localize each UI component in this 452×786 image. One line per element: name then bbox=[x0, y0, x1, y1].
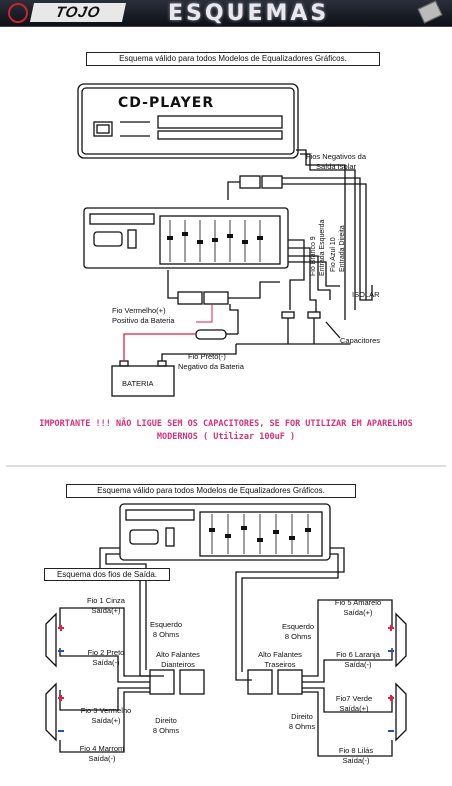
black-wire-label-2: Negativo da Bateria bbox=[178, 362, 244, 371]
wire-8-role: Saída(-) bbox=[342, 756, 370, 765]
neg-wires-label-1: Fios Negativos da bbox=[306, 152, 367, 161]
wire-5-name: Fio 5 Amarelo bbox=[334, 598, 382, 607]
rear-right-ohms: 8 Ohms bbox=[288, 722, 316, 731]
wire-6-name: Fio 6 Laranja bbox=[336, 650, 380, 659]
capacitor-left bbox=[281, 311, 295, 319]
capacitors-label: Capacitores bbox=[340, 336, 381, 345]
rear-left-label: Esquerdo bbox=[281, 622, 315, 631]
front-speakers-label-1: Alto Falantes bbox=[156, 650, 200, 659]
caption-bottom: Esquema válido para todos Modelos de Equ… bbox=[66, 484, 356, 498]
power-connector-1 bbox=[177, 291, 203, 305]
wire-8-name: Fio 8 Lilás bbox=[338, 746, 374, 755]
equalizer-bottom bbox=[119, 503, 331, 561]
rear-speakers-label-2: Traseiros bbox=[264, 660, 296, 669]
front-connector-1 bbox=[149, 669, 175, 695]
connector-2 bbox=[261, 175, 283, 189]
front-left-label: Esquerdo bbox=[149, 620, 183, 629]
rear-connector-2 bbox=[277, 669, 303, 695]
red-wire-label-1: Fio Vermelho(+) bbox=[112, 306, 166, 315]
caption-top: Esquema válido para todos Modelos de Equ… bbox=[86, 52, 380, 66]
wire-1-role: Saída(+) bbox=[91, 606, 121, 615]
cd-player-frame bbox=[77, 83, 299, 159]
black-wire-label-1: Fio Preto(-) bbox=[188, 352, 226, 361]
capacitor-right bbox=[307, 311, 321, 319]
wire-4-name: Fio 4 Marrom bbox=[79, 744, 125, 753]
wire-7-name: Fio7 Verde bbox=[335, 694, 373, 703]
front-right-ohms: 8 Ohms bbox=[152, 726, 180, 735]
front-connector-2 bbox=[179, 669, 205, 695]
wire-1-name: Fio 1 Cinza bbox=[87, 596, 125, 605]
blue-wire-label: Fio Azul 10 bbox=[330, 237, 337, 272]
cd-player-label: CD-PLAYER bbox=[118, 95, 215, 111]
right-input-label: Entrada Direita bbox=[339, 225, 346, 272]
wire-2-role: Saída(-) bbox=[92, 658, 120, 667]
wire-4-role: Saída(-) bbox=[88, 754, 116, 763]
red-wire bbox=[123, 333, 196, 361]
page-title: ESQUEMAS bbox=[168, 1, 330, 26]
rear-right-label: Direito bbox=[291, 712, 313, 721]
wire-3-role: Saída(+) bbox=[91, 716, 121, 725]
output-caption: Esquema dos fios de Saída. bbox=[44, 568, 170, 581]
speaker-front-left-icon bbox=[45, 612, 57, 668]
wire-6-role: Saída(-) bbox=[344, 660, 372, 669]
warning-line-1: IMPORTANTE !!! NÃO LIGUE SEM OS CAPACITO… bbox=[39, 419, 413, 429]
header-banner: TOJO ESQUEMAS bbox=[0, 0, 452, 27]
wire-7-role: Saída(+) bbox=[339, 704, 369, 713]
warning-text: IMPORTANTE !!! NÃO LIGUE SEM OS CAPACITO… bbox=[0, 418, 452, 444]
isolar-label: ISOLAR bbox=[352, 290, 380, 299]
wire-2-name: Fio 2 Preto bbox=[87, 648, 125, 657]
battery-body bbox=[111, 365, 175, 397]
rear-speakers-label-1: Alto Falantes bbox=[258, 650, 302, 659]
wire-3-name: Fio 3 Vermelho bbox=[80, 706, 132, 715]
red-wire-label-2: Positivo da Bateria bbox=[112, 316, 175, 325]
front-speakers-label-2: Dianteiros bbox=[161, 660, 195, 669]
left-input-label: Entrada Esquerda bbox=[319, 219, 326, 276]
front-right-label: Direito bbox=[155, 716, 177, 725]
speaker-rear-right-icon bbox=[395, 682, 407, 742]
power-connector-2 bbox=[203, 291, 229, 305]
rear-left-ohms: 8 Ohms bbox=[284, 632, 312, 641]
fuse bbox=[195, 329, 227, 340]
wire-5-role: Saída(+) bbox=[343, 608, 373, 617]
rear-connector-1 bbox=[247, 669, 273, 695]
white-wire-label: Fio Branco 9 bbox=[310, 236, 317, 276]
equalizer-top bbox=[83, 207, 289, 269]
brand-logo-icon bbox=[8, 3, 28, 23]
front-left-ohms: 8 Ohms bbox=[152, 630, 180, 639]
battery-label: BATERIA bbox=[122, 379, 154, 388]
warning-line-2: MODERNOS ( Utilizar 100uF ) bbox=[156, 432, 296, 442]
speaker-rear-left-icon bbox=[45, 682, 57, 742]
cd-player-body bbox=[81, 87, 295, 155]
speaker-front-right-icon bbox=[395, 612, 407, 668]
connector-1 bbox=[239, 175, 261, 189]
neg-wires-label-2: Saída Isolar bbox=[316, 162, 357, 171]
